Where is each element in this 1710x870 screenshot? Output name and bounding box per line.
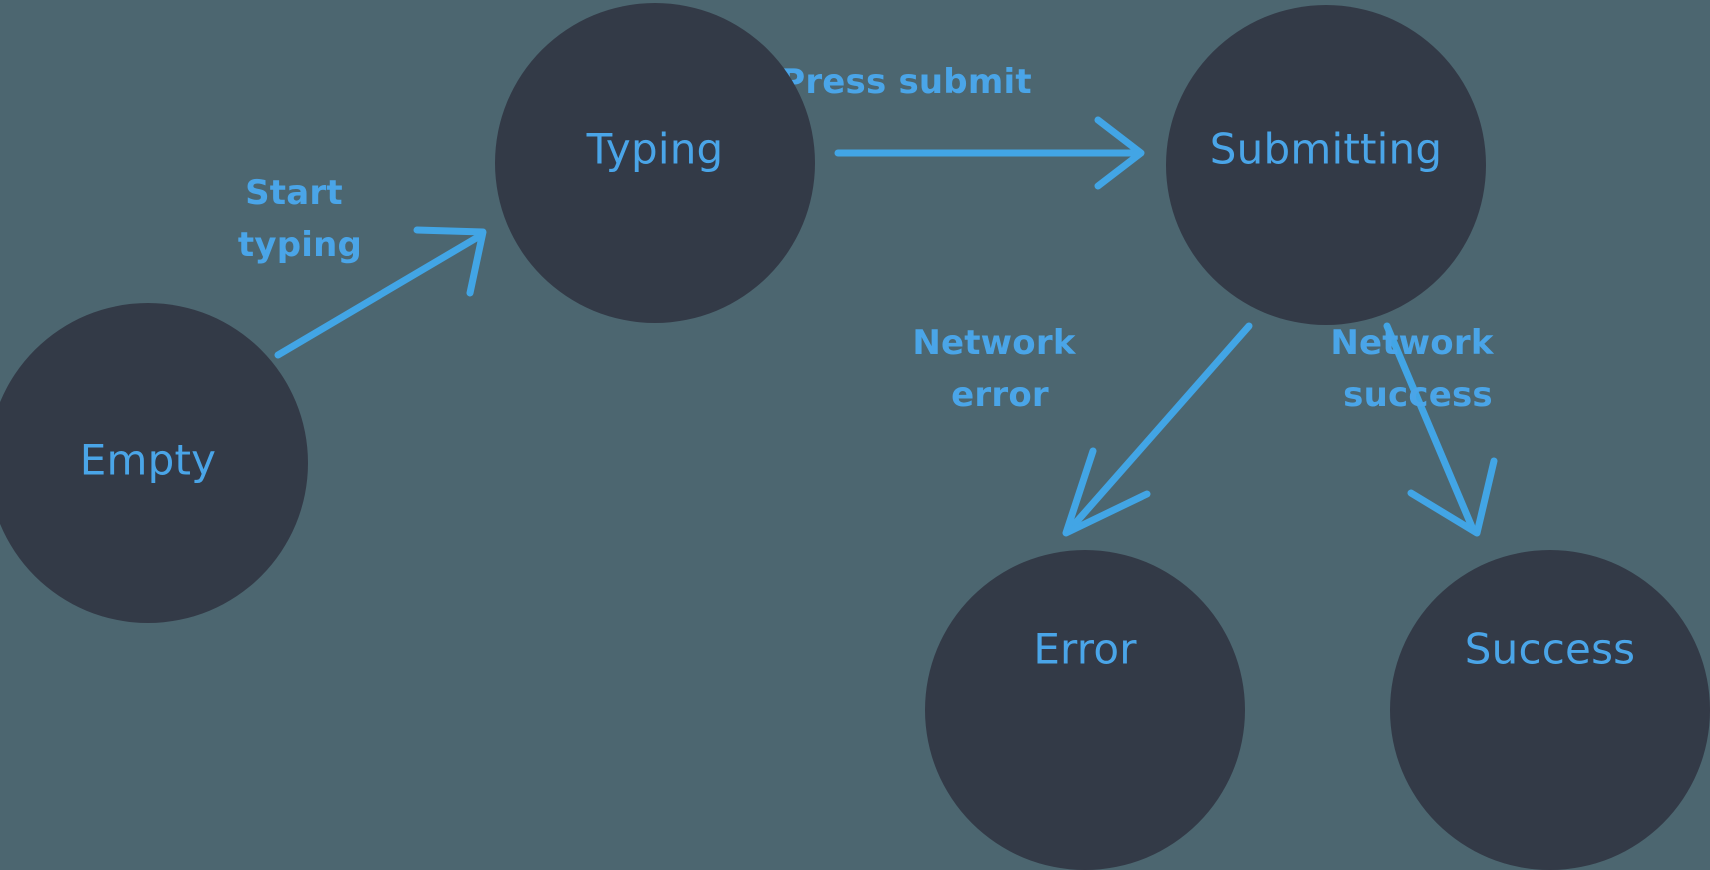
state-node-success-circle (1390, 550, 1710, 870)
transition-press-submit-label-line-0: Press submit (780, 62, 1032, 102)
state-node-submitting-label: Submitting (1210, 125, 1442, 174)
state-node-typing-label: Typing (586, 125, 724, 174)
transition-network-error-line (1068, 322, 1253, 531)
transition-network-success-label-line-1: success (1343, 375, 1493, 415)
transition-network-success[interactable]: Network success (1330, 322, 1505, 537)
transition-start-typing-label: Start typing (238, 173, 362, 265)
state-node-empty[interactable]: Empty (0, 303, 308, 623)
state-node-empty-circle (0, 303, 308, 623)
state-node-typing-circle (495, 3, 815, 323)
transition-press-submit[interactable]: Press submit (780, 62, 1145, 190)
state-node-submitting-circle (1166, 5, 1486, 325)
state-node-success[interactable]: Success (1390, 550, 1710, 870)
transition-network-error-label-line-0: Network (912, 323, 1077, 363)
transition-start-typing-arrowhead (413, 226, 487, 297)
transition-network-success-label-line-0: Network (1330, 323, 1495, 363)
state-node-submitting[interactable]: Submitting (1166, 5, 1486, 325)
transition-start-typing[interactable]: Start typing (238, 173, 487, 359)
state-node-success-label: Success (1465, 625, 1635, 674)
transition-press-submit-arrowhead (1094, 116, 1145, 190)
state-node-error[interactable]: Error (925, 550, 1245, 870)
transition-start-typing-label-line-0: Start (245, 173, 343, 213)
transition-start-typing-line (274, 233, 482, 359)
transition-network-success-line (1383, 322, 1476, 531)
transition-network-error-arrowhead (1062, 447, 1151, 537)
transition-network-error-label: Network error (912, 323, 1087, 415)
transition-network-error[interactable]: Network error (912, 322, 1253, 537)
transition-press-submit-label: Press submit (780, 62, 1032, 102)
transition-start-typing-label-line-1: typing (238, 225, 362, 265)
state-node-error-circle (925, 550, 1245, 870)
transition-network-error-label-line-1: error (951, 375, 1049, 415)
state-node-error-label: Error (1033, 625, 1137, 674)
transition-network-success-arrowhead (1407, 457, 1498, 537)
state-node-typing[interactable]: Typing (495, 3, 815, 323)
state-node-empty-label: Empty (80, 436, 216, 485)
transition-network-success-label: Network success (1330, 323, 1505, 415)
